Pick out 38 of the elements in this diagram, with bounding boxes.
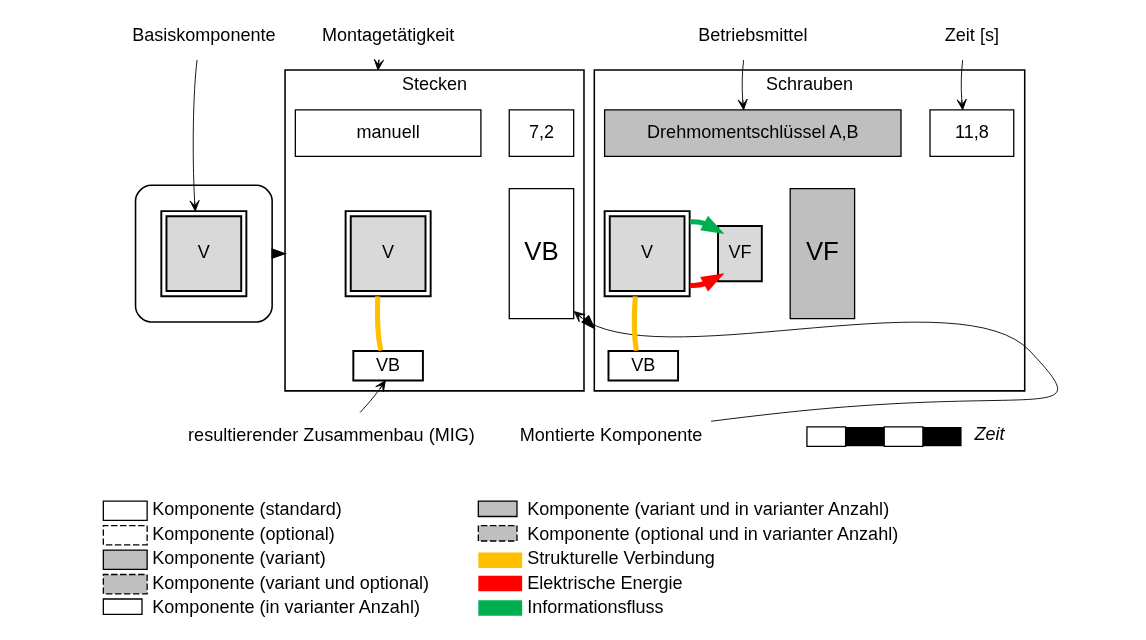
node-text: Basiskomponente [131,25,276,46]
legend-label: Komponente (variant und in varianter Anzahl) [526,499,889,520]
legend-label: Komponente (optional) [151,523,335,544]
arrow [573,311,1058,422]
legend-label: Komponente (standard) [151,499,342,520]
node-text: Betriebsmittel [697,25,807,46]
cluster [134,184,273,323]
node-box: V [603,210,691,298]
node-text: Montagetätigkeit [321,25,454,46]
label: Zeit [973,424,1005,445]
arrow [737,59,748,111]
arrow [580,314,596,330]
node-box: 7,2 [508,109,574,157]
arrow [956,59,967,111]
legend-label: Komponente (optional und in varianter Anzahl) [526,523,898,544]
node-box: V [159,210,247,298]
arrow [189,59,200,212]
node-box: VF [789,187,855,320]
legend-label: Komponente (variant und optional) [151,572,429,593]
legend-label: Informationsfluss [526,597,664,618]
arrow [359,380,386,413]
node-text: resultierender Zusammenbau (MIG) [187,424,475,445]
legend-label: Elektrische Energie [526,572,683,593]
node-text: Montierte Komponente [519,424,702,445]
node-box: VB [351,349,424,382]
legend-label: Komponente (in varianter Anzahl) [151,597,420,618]
node-box: Drehmomentschlüssel A,B [603,109,902,157]
node-box: 11,8 [928,109,1014,157]
node-text: Zeit [s] [944,25,999,46]
node-box: manuell [294,109,482,157]
connector [374,296,383,352]
legend-label: Komponente (variant) [151,548,326,569]
node-box: V [344,210,432,298]
connector [631,296,639,351]
node-box: VF [716,224,763,283]
node-box: VB [508,187,574,320]
legend-label: Strukturelle Verbindung [526,548,715,569]
node-box: VB [607,349,679,382]
